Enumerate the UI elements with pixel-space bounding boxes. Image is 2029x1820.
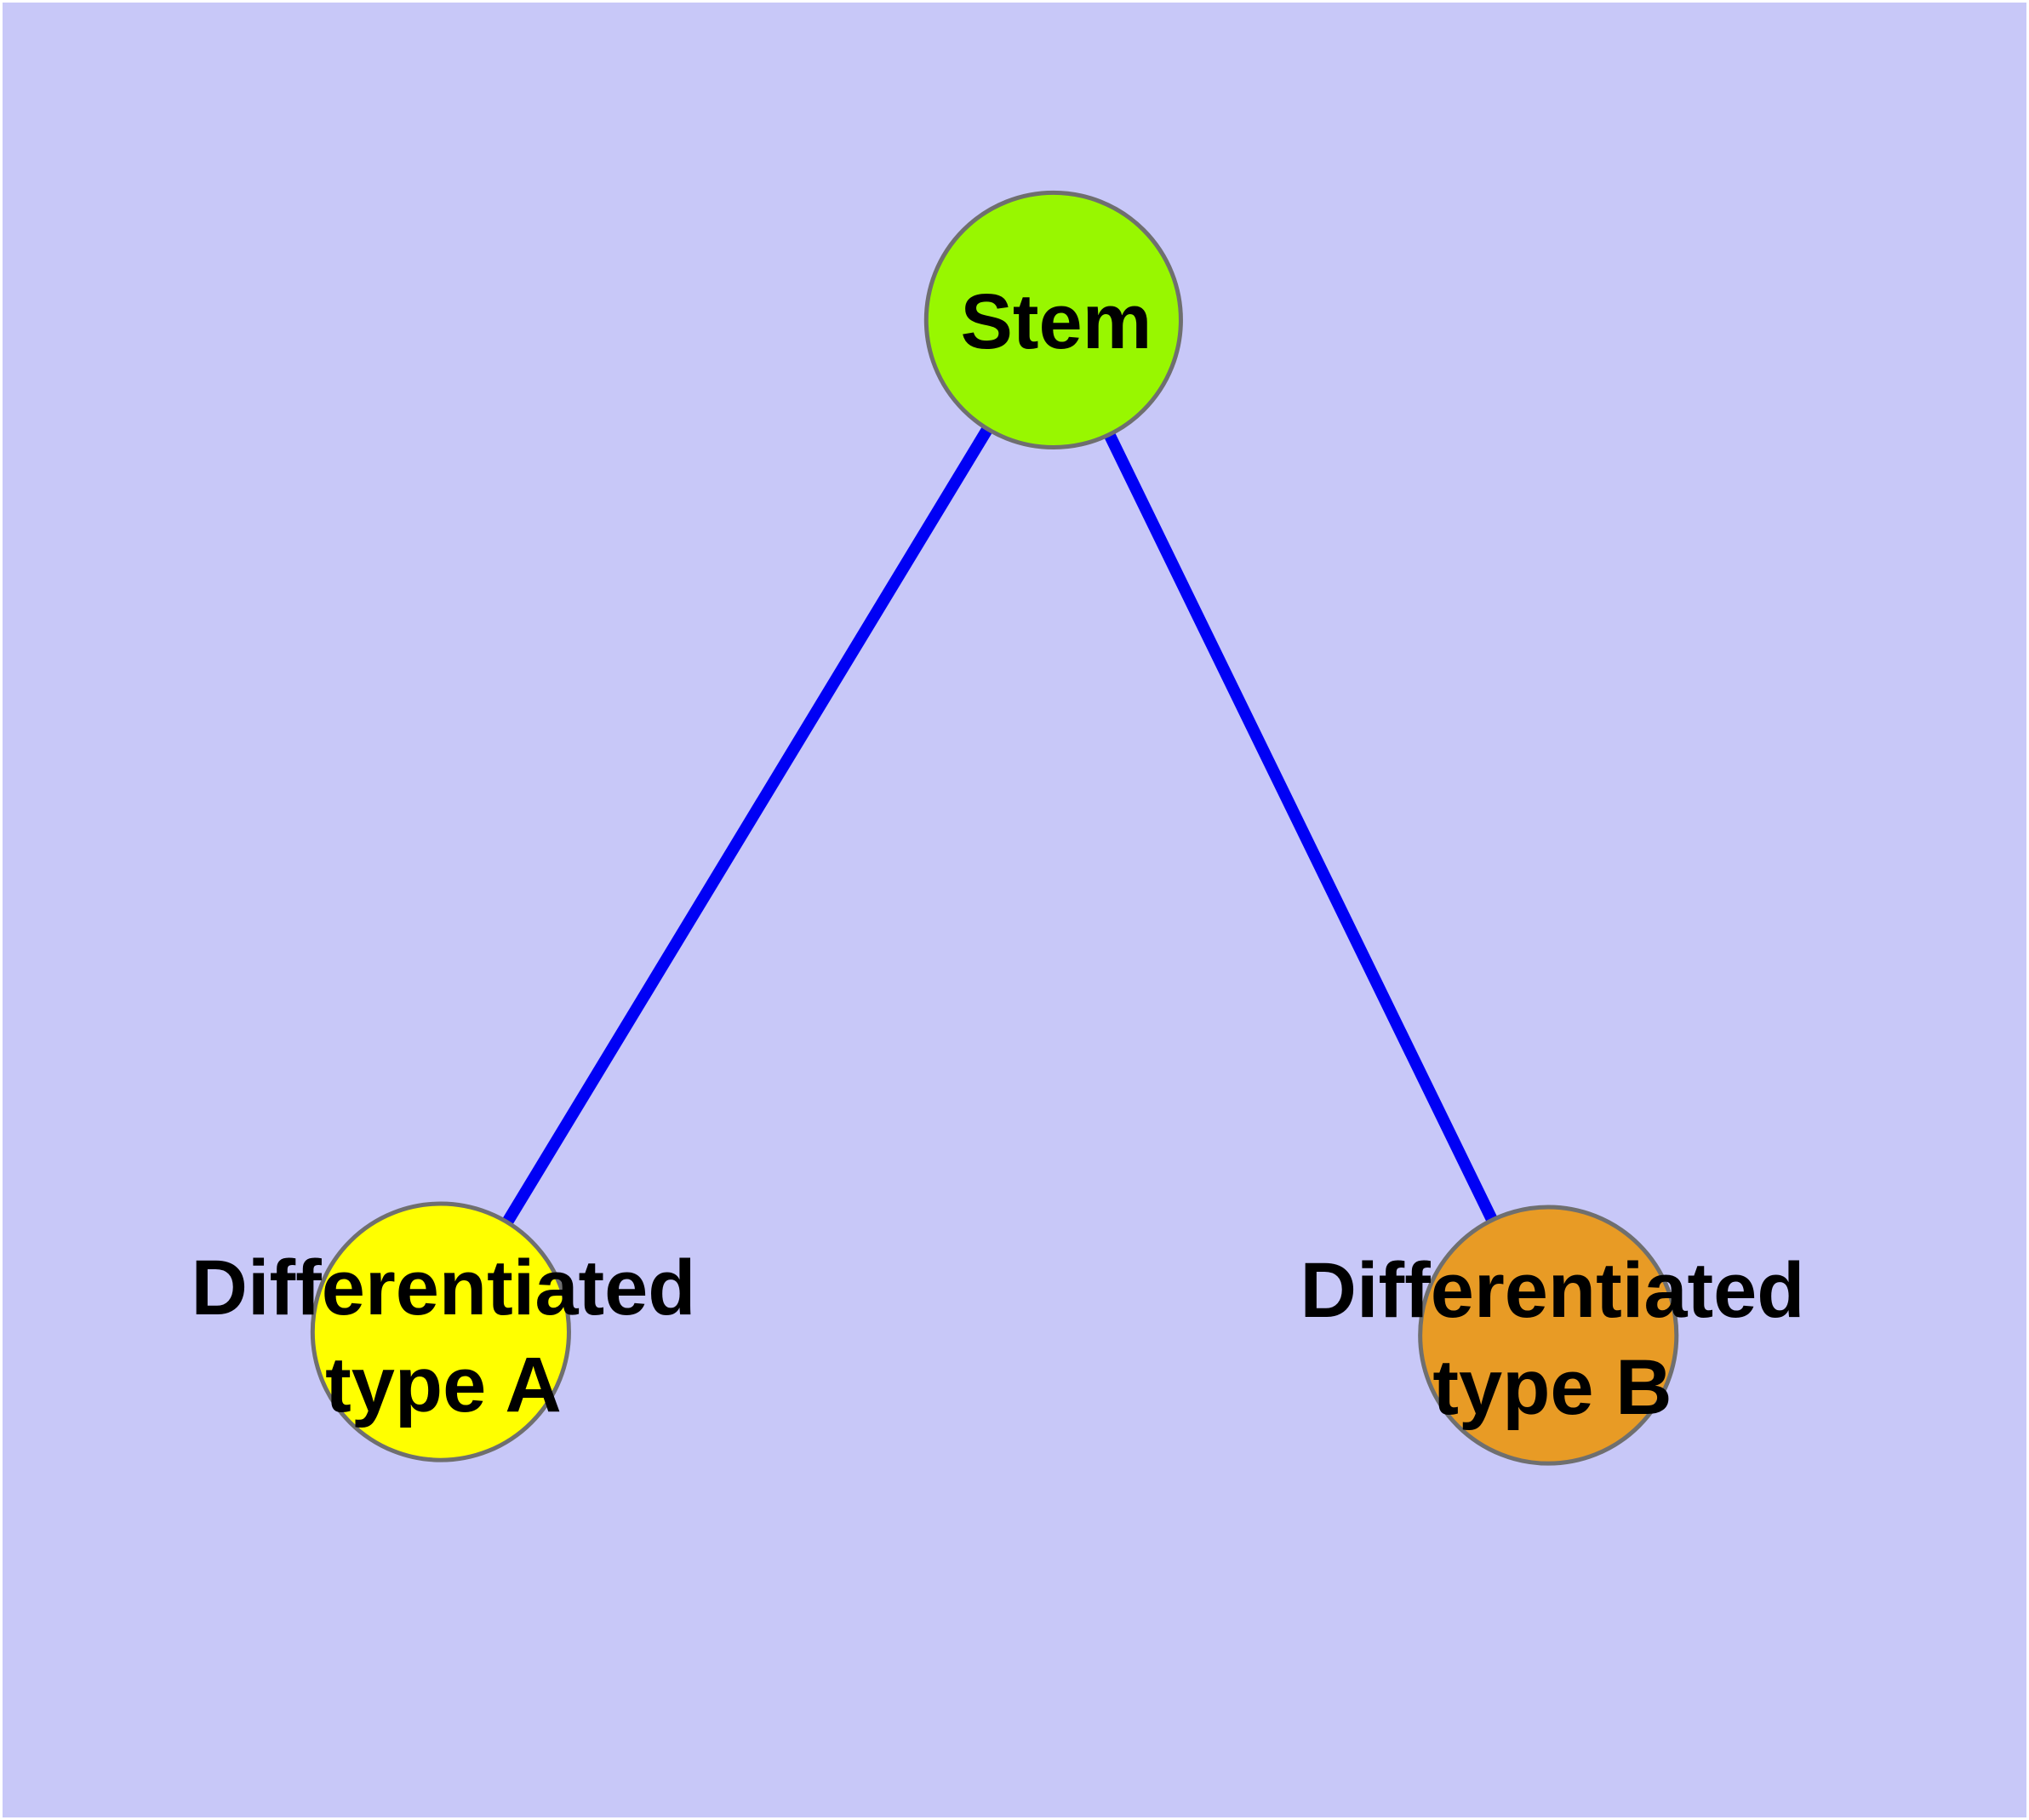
node-stem-label-line: Stem [960,278,1152,365]
edge-stem-to-type-b [1048,317,1554,1338]
node-type-a-label-line-1: Differentiated [191,1245,696,1331]
graph-svg [310,190,1679,1466]
node-stem-circle [923,190,1183,450]
node-type-b-label-line-1: Differentiated [1300,1247,1805,1334]
edge-stem-to-type-a [435,317,1059,1336]
node-type-b-label-line-2: type B [1432,1344,1672,1431]
node-type-a-label: Differentiated type A [191,1239,696,1434]
node-type-a-label-line-2: type A [325,1342,562,1428]
node-type-b-label: Differentiated type B [1300,1242,1805,1436]
node-type-b-circle [1418,1205,1679,1466]
node-type-a-circle [310,1201,571,1462]
node-stem-label: Stem [961,273,1152,370]
